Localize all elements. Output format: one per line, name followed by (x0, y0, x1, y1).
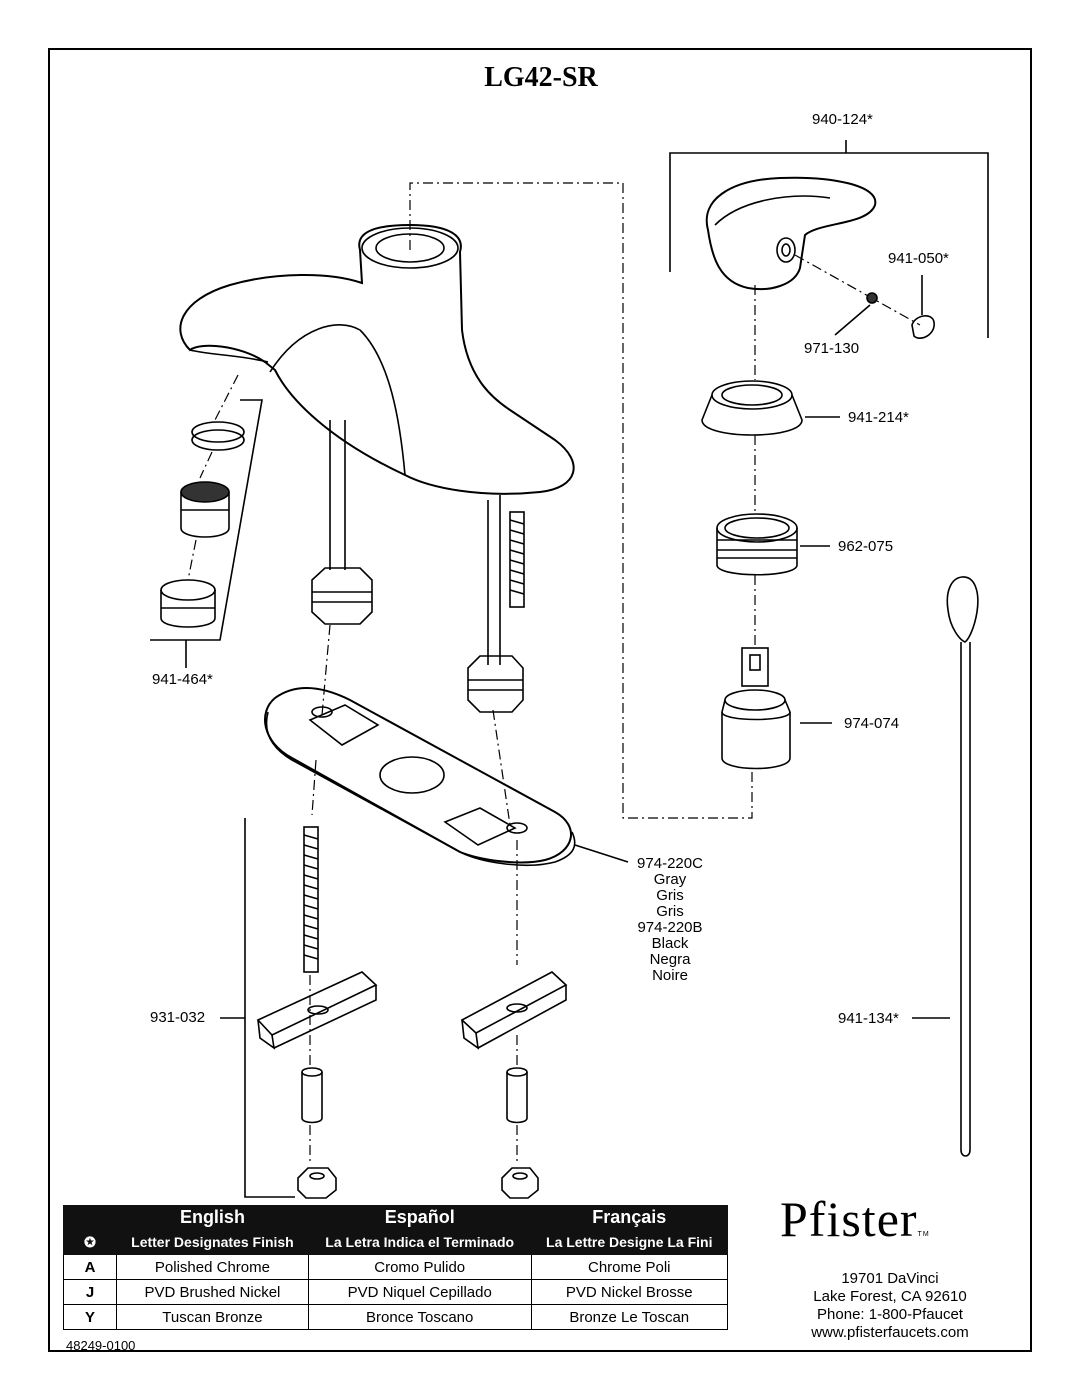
lang-french: Français (530, 1205, 729, 1230)
faucet-body (179, 223, 575, 665)
handle-cap (701, 380, 803, 436)
leader-lines (574, 275, 950, 1019)
escutcheon-plate (264, 687, 576, 867)
address-website[interactable]: www.pfisterfaucets.com (811, 1324, 969, 1341)
label-screw: 971-130 (804, 340, 860, 357)
bonnet-nut (716, 513, 798, 576)
subheader-english: Letter Designates Finish (116, 1229, 309, 1255)
cartridge (721, 647, 791, 770)
address-phone: Phone: 1-800-Pfaucet (817, 1306, 963, 1323)
label-mounting: 931-032 (150, 1009, 206, 1026)
address-city: Lake Forest, CA 92610 (813, 1288, 967, 1305)
assembly-dash-lines (187, 182, 921, 1165)
label-escutcheon-gray: 974-220C (637, 855, 703, 872)
finish-table: English Español Français ✪ Letter Design… (63, 1205, 729, 1330)
label-cartridge: 974-074 (844, 715, 900, 732)
finish-marker-icon: ✪ (63, 1229, 117, 1255)
label-black-es: Negra (649, 951, 691, 968)
subheader-spanish: La Letra Indica el Terminado (307, 1229, 532, 1255)
threaded-stud (509, 511, 525, 608)
label-black-fr: Noire (652, 967, 688, 984)
mounting-studs (303, 826, 319, 973)
lang-english: English (116, 1205, 309, 1230)
escutcheon-labels: 974-220C Gray Gris Gris 974-220B Black N… (628, 856, 712, 984)
supply-nuts (311, 567, 524, 713)
label-gray-en: Gray (653, 871, 687, 888)
lang-spanish: Español (307, 1205, 532, 1230)
label-black-en: Black (651, 935, 689, 952)
handle-lever (705, 176, 935, 339)
label-nut: 962-075 (838, 538, 894, 555)
label-gray-es: Gris (656, 887, 684, 904)
subheader-french: La Lettre Designe La Fini (530, 1229, 729, 1255)
label-escutcheon-black: 974-220B (637, 919, 703, 936)
lift-rod (946, 576, 979, 1157)
table-row: Y Tuscan Bronze Bronce Toscano Bronze Le… (63, 1304, 729, 1330)
model-title: LG42-SR (484, 62, 598, 93)
brand-tm: TM (917, 1231, 930, 1238)
finish-table-subheader-row: ✪ Letter Designates Finish La Letra Indi… (63, 1229, 729, 1255)
label-button: 941-050* (888, 250, 949, 267)
table-row: J PVD Brushed Nickel PVD Niquel Cepillad… (63, 1279, 729, 1305)
page-border (48, 48, 1032, 1352)
label-gray-fr: Gris (656, 903, 684, 920)
hex-nuts (297, 1167, 539, 1199)
label-handle: 940-124* (812, 111, 873, 128)
finish-table-language-row: English Español Français (63, 1205, 729, 1230)
address-street: 19701 DaVinci (841, 1270, 939, 1287)
brand-address: 19701 DaVinci Lake Forest, CA 92610 Phon… (780, 1270, 1000, 1342)
label-lift-rod: 941-134* (838, 1010, 899, 1027)
label-aerator: 941-464* (152, 671, 213, 688)
mounting-brackets (256, 971, 568, 1050)
table-row: A Polished Chrome Cromo Pulido Chrome Po… (63, 1254, 729, 1280)
brand-logo: PfisterTM (780, 1190, 930, 1248)
bracket-lines (150, 140, 989, 1198)
aerator-parts (160, 421, 245, 628)
document-number: 48249-0100 (66, 1338, 136, 1353)
brand-name: Pfister (780, 1191, 918, 1247)
label-cap: 941-214* (848, 409, 909, 426)
spacer-tubes (301, 1067, 528, 1124)
